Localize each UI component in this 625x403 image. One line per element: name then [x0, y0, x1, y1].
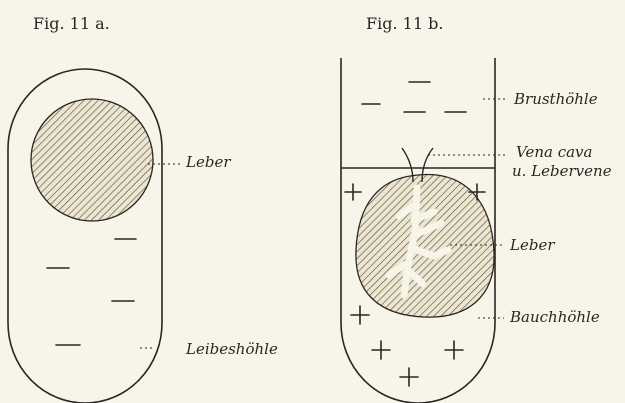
abdominal-cavity-label: Bauchhöhle: [509, 308, 600, 326]
figure-11a-cavity-label: Leibeshöhle: [185, 340, 278, 358]
figure-11b: Fig. 11 b.: [341, 14, 612, 403]
chest-cavity-label: Brusthöhle: [513, 90, 598, 108]
figure-11b-liver-label: Leber: [509, 236, 555, 254]
vena-cava-label-line1: Vena cava: [516, 143, 592, 161]
figure-11b-plus-sign: [351, 306, 369, 324]
figure-11a-liver-label: Leber: [185, 153, 231, 171]
figure-11a: Fig. 11 a. Leber Leibeshöhle: [8, 14, 278, 403]
figure-11b-plus-sign: [372, 341, 390, 359]
vena-cava-label-line2: u. Lebervene: [512, 162, 612, 180]
figure-11a-caption: Fig. 11 a.: [33, 14, 110, 33]
figure-11a-liver: [31, 99, 153, 221]
figure-11b-plus-sign: [345, 184, 361, 200]
figure-11b-plus-sign: [445, 341, 463, 359]
figure-11b-liver: [356, 175, 494, 318]
figure-11b-caption: Fig. 11 b.: [366, 14, 443, 33]
figure-11b-plus-sign: [400, 368, 418, 386]
